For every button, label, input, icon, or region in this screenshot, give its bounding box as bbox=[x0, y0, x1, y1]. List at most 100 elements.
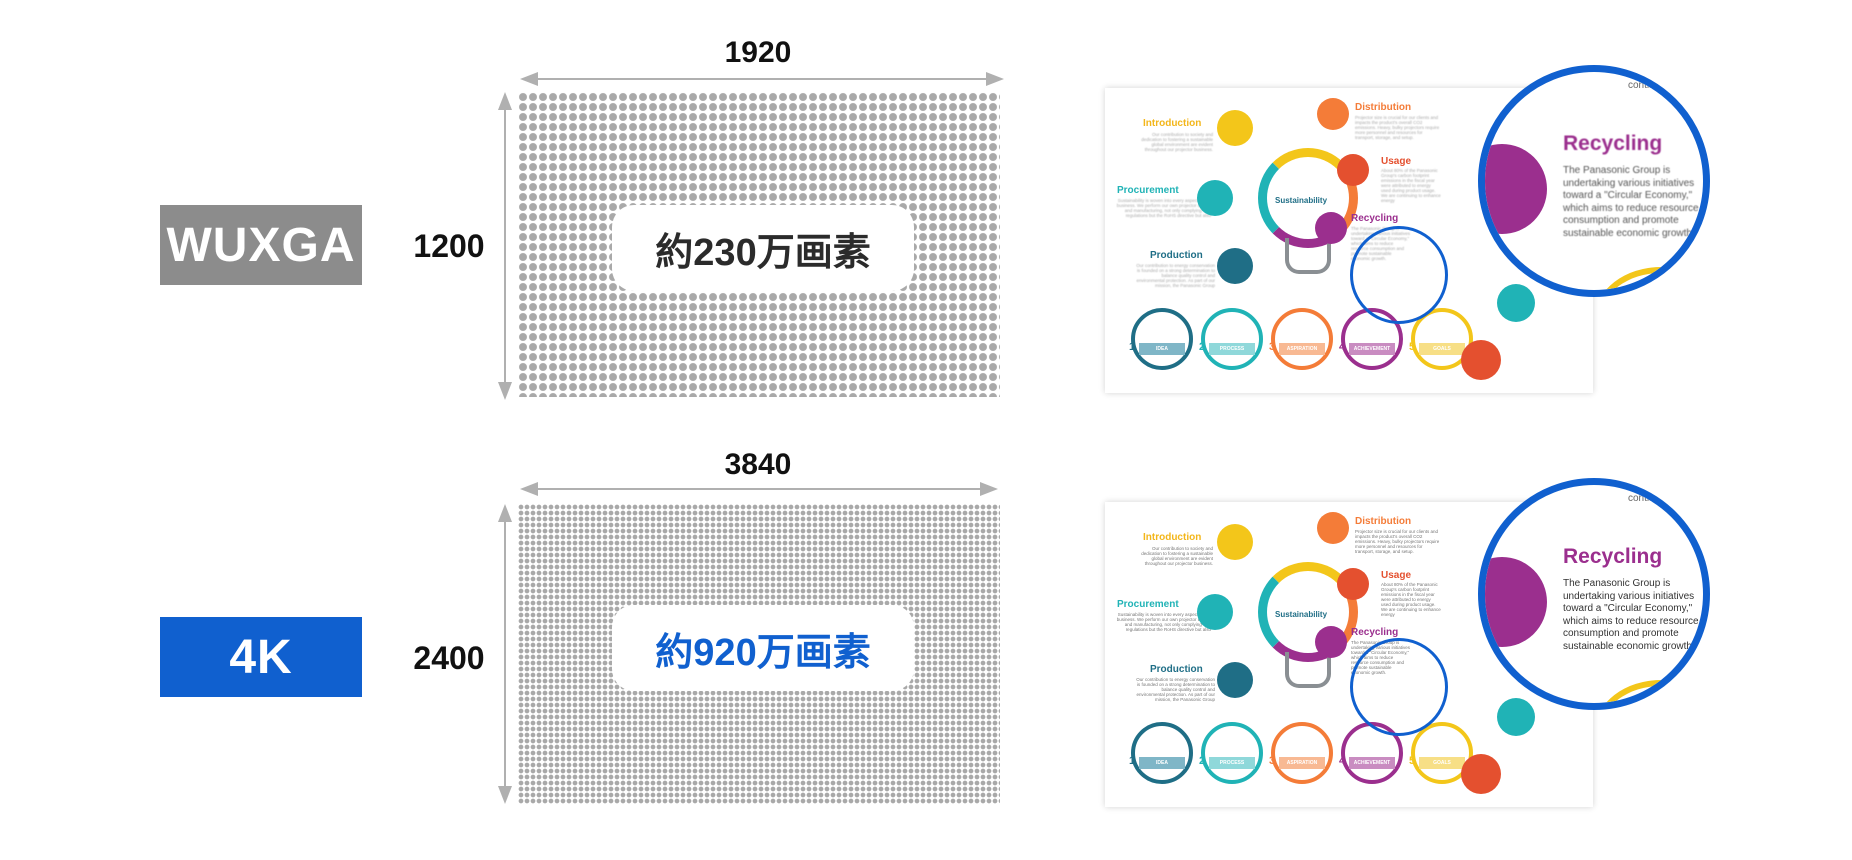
4k-height-arrow-up bbox=[498, 504, 512, 522]
procurement-icon bbox=[1197, 180, 1233, 216]
step-label-3: ASPIRATION bbox=[1279, 757, 1325, 769]
section-title-procurement: Procurement bbox=[1117, 185, 1179, 196]
section-text-usage: About 80% of the Panasonic Group's carbo… bbox=[1381, 582, 1441, 617]
section-text-introduction: Our contribution to society and dedicati… bbox=[1141, 132, 1213, 152]
usage-icon bbox=[1337, 154, 1369, 186]
step-label-1: IDEA bbox=[1139, 343, 1185, 355]
wuxga-label: WUXGA bbox=[160, 205, 362, 285]
wuxga-height: 1200 bbox=[413, 228, 485, 264]
zoom-top-text: continu bbox=[1628, 80, 1661, 91]
step-num-5: 5 bbox=[1409, 755, 1416, 767]
4k-width-arrow-right bbox=[980, 482, 998, 496]
bulb-ring bbox=[1258, 562, 1358, 662]
wuxga-height-line bbox=[504, 108, 506, 383]
step-node-2 bbox=[1201, 722, 1263, 784]
section-text-usage: About 80% of the Panasonic Group's carbo… bbox=[1381, 168, 1441, 203]
4k-height-arrow-down bbox=[498, 786, 512, 804]
step-num-5: 5 bbox=[1409, 341, 1416, 353]
bulb-base bbox=[1285, 238, 1331, 274]
4k-pixel-count: 約920万画素 bbox=[612, 605, 914, 691]
intro-icon bbox=[1217, 110, 1253, 146]
section-text-procurement: Sustainability is woven into every aspec… bbox=[1116, 612, 1211, 632]
step-num-2: 2 bbox=[1199, 755, 1206, 767]
4k-height-line bbox=[504, 520, 506, 786]
section-title-production: Production bbox=[1150, 250, 1203, 261]
bulb-ring bbox=[1258, 148, 1358, 248]
wuxga-width-arrow-right bbox=[986, 72, 1004, 86]
step-label-2: PROCESS bbox=[1209, 757, 1255, 769]
bulb-base bbox=[1285, 652, 1331, 688]
magnify-source-ring-wuxga bbox=[1350, 226, 1448, 324]
step-label-3: ASPIRATION bbox=[1279, 343, 1325, 355]
center-title: Sustainability bbox=[1275, 196, 1328, 205]
step-num-3: 3 bbox=[1269, 755, 1276, 767]
step-node-2 bbox=[1201, 308, 1263, 370]
step-node-1 bbox=[1131, 308, 1193, 370]
zoom-yellow-arc bbox=[1595, 267, 1703, 290]
chat-bubbles-icon bbox=[1485, 144, 1547, 234]
zoom-title: Recycling bbox=[1563, 545, 1663, 568]
step-node-5 bbox=[1411, 308, 1473, 370]
step-node-3 bbox=[1271, 308, 1333, 370]
step-num-3: 3 bbox=[1269, 341, 1276, 353]
section-title-introduction: Introduction bbox=[1143, 532, 1202, 543]
section-title-recycling: Recycling bbox=[1351, 627, 1399, 638]
wuxga-width: 1920 bbox=[724, 36, 792, 69]
recycling-icon bbox=[1315, 626, 1347, 658]
production-icon bbox=[1217, 248, 1253, 284]
4k-label-text: 4K bbox=[229, 630, 293, 684]
wuxga-label-text: WUXGA bbox=[166, 218, 356, 272]
people-icon bbox=[1497, 698, 1535, 736]
4k-height: 2400 bbox=[413, 640, 485, 676]
zoom-yellow-arc bbox=[1595, 680, 1703, 703]
chart-icon bbox=[1461, 340, 1501, 380]
section-title-distribution: Distribution bbox=[1355, 102, 1412, 113]
wuxga-pixel-count: 約230万画素 bbox=[612, 205, 914, 291]
step-num-1: 1 bbox=[1129, 755, 1136, 767]
zoom-title: Recycling bbox=[1563, 132, 1663, 155]
production-icon bbox=[1217, 662, 1253, 698]
zoom-callout-wuxga: continu Recycling The Panasonic Group is… bbox=[1478, 65, 1710, 297]
procurement-icon bbox=[1197, 594, 1233, 630]
recycling-icon bbox=[1315, 212, 1347, 244]
step-label-5: GOALS bbox=[1419, 343, 1465, 355]
wuxga-width-arrow-left bbox=[520, 72, 538, 86]
chart-icon bbox=[1461, 754, 1501, 794]
zoom-body: The Panasonic Group is undertaking vario… bbox=[1563, 165, 1699, 239]
distribution-icon bbox=[1317, 512, 1349, 544]
4k-width-arrow-left bbox=[520, 482, 538, 496]
zoom-body: The Panasonic Group is undertaking vario… bbox=[1563, 578, 1699, 652]
step-num-2: 2 bbox=[1199, 341, 1206, 353]
distribution-icon bbox=[1317, 98, 1349, 130]
intro-icon bbox=[1217, 524, 1253, 560]
section-title-distribution: Distribution bbox=[1355, 516, 1412, 527]
4k-width-line bbox=[535, 488, 982, 490]
section-title-usage: Usage bbox=[1381, 570, 1412, 581]
section-title-recycling: Recycling bbox=[1351, 213, 1399, 224]
chat-bubbles-icon bbox=[1485, 557, 1547, 647]
step-node-5 bbox=[1411, 722, 1473, 784]
step-label-5: GOALS bbox=[1419, 757, 1465, 769]
section-title-procurement: Procurement bbox=[1117, 599, 1179, 610]
section-text-distribution: Projector size is crucial for our client… bbox=[1355, 529, 1440, 554]
step-label-4: ACHIEVEMENT bbox=[1349, 757, 1395, 769]
wuxga-height-arrow-down bbox=[498, 382, 512, 400]
center-title: Sustainability bbox=[1275, 610, 1328, 619]
section-title-introduction: Introduction bbox=[1143, 118, 1202, 129]
step-num-1: 1 bbox=[1129, 341, 1136, 353]
step-num-4: 4 bbox=[1339, 341, 1346, 353]
4k-width: 3840 bbox=[724, 448, 792, 481]
step-label-4: ACHIEVEMENT bbox=[1349, 343, 1395, 355]
section-text-introduction: Our contribution to society and dedicati… bbox=[1141, 546, 1213, 566]
4k-label: 4K bbox=[160, 617, 362, 697]
section-text-production: Our contribution to energy conservation … bbox=[1136, 677, 1215, 702]
step-num-4: 4 bbox=[1339, 755, 1346, 767]
step-label-2: PROCESS bbox=[1209, 343, 1255, 355]
step-label-1: IDEA bbox=[1139, 757, 1185, 769]
section-text-distribution: Projector size is crucial for our client… bbox=[1355, 115, 1440, 140]
magnify-source-ring-4k bbox=[1350, 638, 1448, 736]
section-text-procurement: Sustainability is woven into every aspec… bbox=[1116, 198, 1211, 218]
zoom-callout-4k: continu Recycling The Panasonic Group is… bbox=[1478, 478, 1710, 710]
people-icon bbox=[1497, 284, 1535, 322]
section-title-production: Production bbox=[1150, 664, 1203, 675]
